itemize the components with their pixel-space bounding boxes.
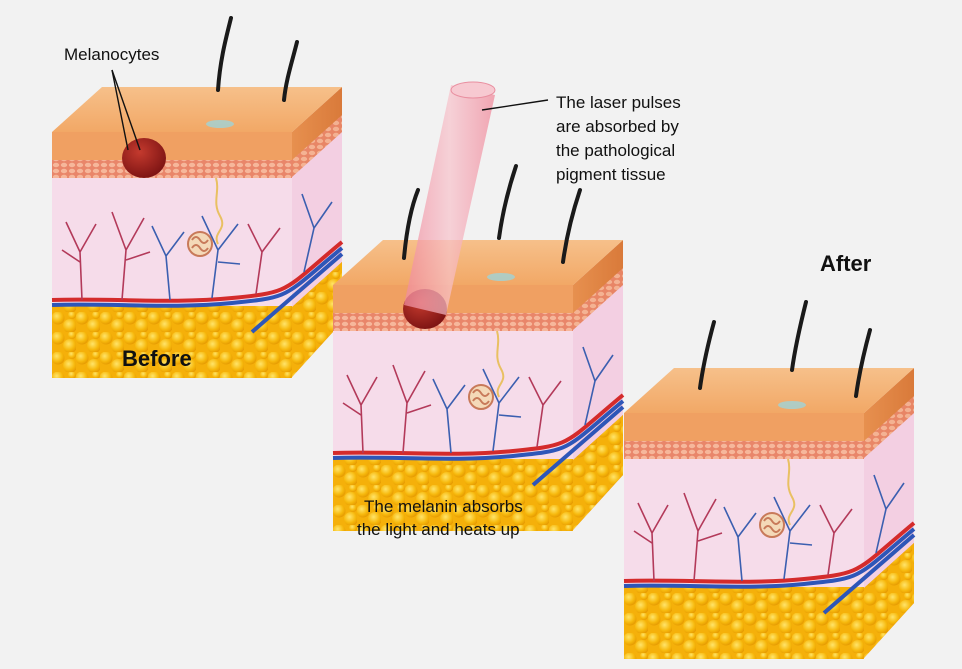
melanocytes-pointer (111, 69, 141, 151)
melanocytes-label: Melanocytes (64, 45, 160, 64)
skin-block-after (622, 366, 916, 661)
melanin-spot (122, 138, 166, 178)
after-heading: After (820, 251, 872, 276)
skin-block-treatment (331, 238, 625, 533)
laser-caption-line-4: pigment tissue (556, 165, 666, 184)
skin-block-before (50, 85, 344, 380)
hairs-treatment (402, 164, 582, 264)
hairs-before (216, 16, 299, 102)
melanin-caption-line-1: The melanin absorbs (364, 497, 523, 516)
laser-caption-line-3: the pathological (556, 141, 676, 160)
before-heading: Before (122, 346, 192, 371)
laser-pointer (481, 99, 549, 111)
laser-caption-line-2: are absorbed by (556, 117, 679, 136)
laser-beam (404, 81, 496, 315)
melanin-caption-line-2: the light and heats up (357, 520, 520, 539)
laser-caption-line-1: The laser pulses (556, 93, 681, 112)
hairs-after (698, 300, 872, 398)
